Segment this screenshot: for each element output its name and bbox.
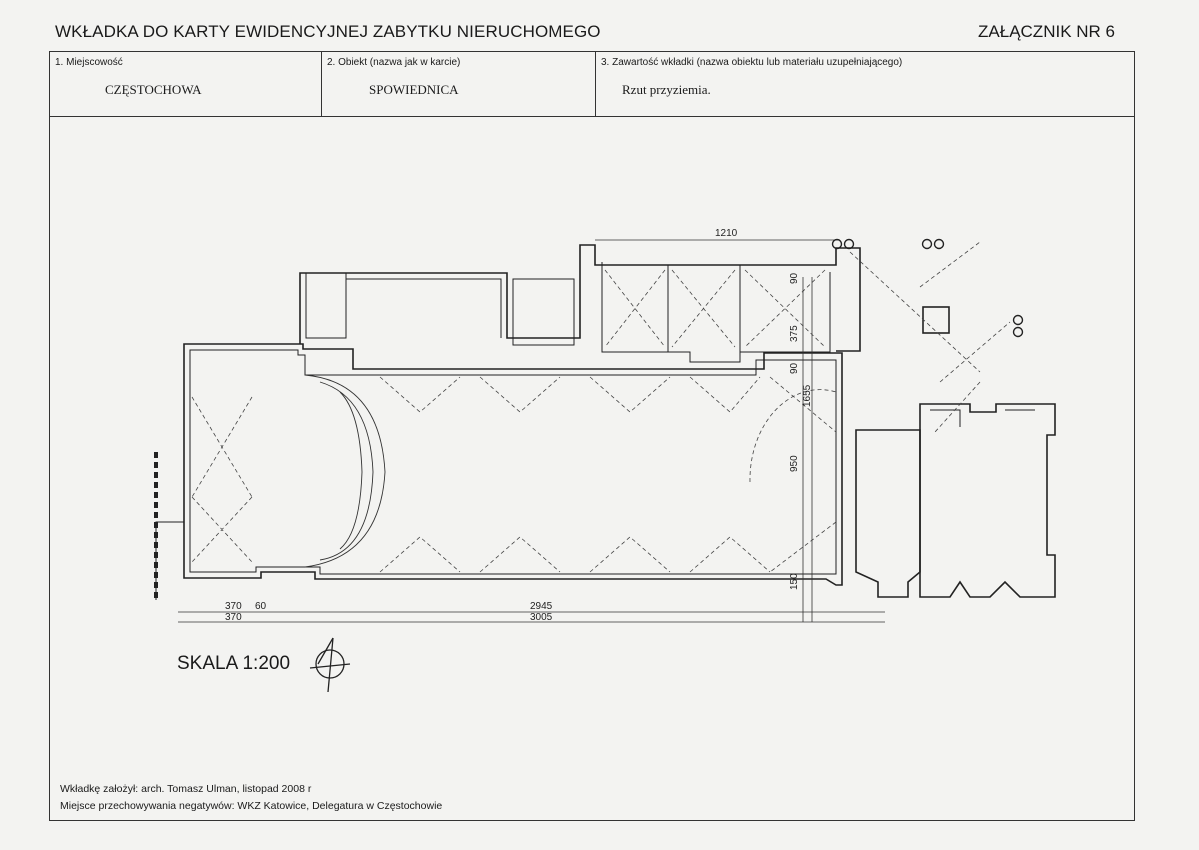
dim-2945: 2945 bbox=[530, 601, 553, 612]
dim-370-bottom: 370 bbox=[225, 612, 242, 623]
storage-note: Miejsce przechowywania negatywów: WKZ Ka… bbox=[60, 800, 443, 812]
dim-950: 950 bbox=[789, 455, 800, 472]
nave-outer-wall bbox=[183, 343, 843, 586]
dim-90-mid: 90 bbox=[789, 362, 800, 374]
dim-90-top: 90 bbox=[789, 272, 800, 284]
sacristy-block bbox=[919, 403, 1056, 598]
dim-60: 60 bbox=[255, 601, 267, 612]
locality-value: CZĘSTOCHOWA bbox=[105, 82, 202, 97]
locality-cell: 1. Miejscowość CZĘSTOCHOWA bbox=[50, 52, 322, 116]
locality-label: 1. Miejscowość bbox=[55, 57, 123, 68]
dim-150: 150 bbox=[789, 573, 800, 590]
dimension-lines bbox=[178, 239, 885, 623]
pillar-block bbox=[922, 306, 950, 334]
object-label: 2. Obiekt (nazwa jak w karcie) bbox=[327, 57, 461, 68]
header-row-divider bbox=[50, 116, 1134, 117]
scale-label: SKALA 1:200 bbox=[177, 653, 291, 674]
form-frame: 1. Miejscowość CZĘSTOCHOWA 2. Obiekt (na… bbox=[49, 51, 1135, 821]
dim-1210: 1210 bbox=[715, 228, 738, 239]
dim-375: 375 bbox=[789, 325, 800, 342]
dim-3005: 3005 bbox=[530, 612, 553, 623]
document-title: WKŁADKA DO KARTY EWIDENCYJNEJ ZABYTKU NI… bbox=[55, 22, 601, 41]
object-cell: 2. Obiekt (nazwa jak w karcie) SPOWIEDNI… bbox=[322, 52, 596, 116]
north-wing-wall bbox=[299, 244, 861, 352]
vault-lines bbox=[191, 241, 1011, 573]
content-label: 3. Zawartość wkładki (nazwa obiektu lub … bbox=[601, 57, 903, 68]
annex-number: ZAŁĄCZNIK NR 6 bbox=[978, 22, 1115, 41]
column-markers bbox=[831, 238, 1024, 338]
author-note: Wkładkę założył: arch. Tomasz Ulman, lis… bbox=[60, 783, 312, 795]
dim-370-top: 370 bbox=[225, 601, 242, 612]
content-value: Rzut przyziemia. bbox=[622, 82, 711, 97]
stair-tower bbox=[855, 429, 921, 598]
object-value: SPOWIEDNICA bbox=[369, 82, 459, 97]
north-arrow-icon bbox=[309, 637, 351, 693]
content-cell: 3. Zawartość wkładki (nazwa obiektu lub … bbox=[596, 52, 1134, 116]
dim-1655: 1655 bbox=[802, 384, 813, 407]
floor-plan: 1210 370 60 2945 370 3005 90 375 90 1655… bbox=[154, 228, 1056, 693]
